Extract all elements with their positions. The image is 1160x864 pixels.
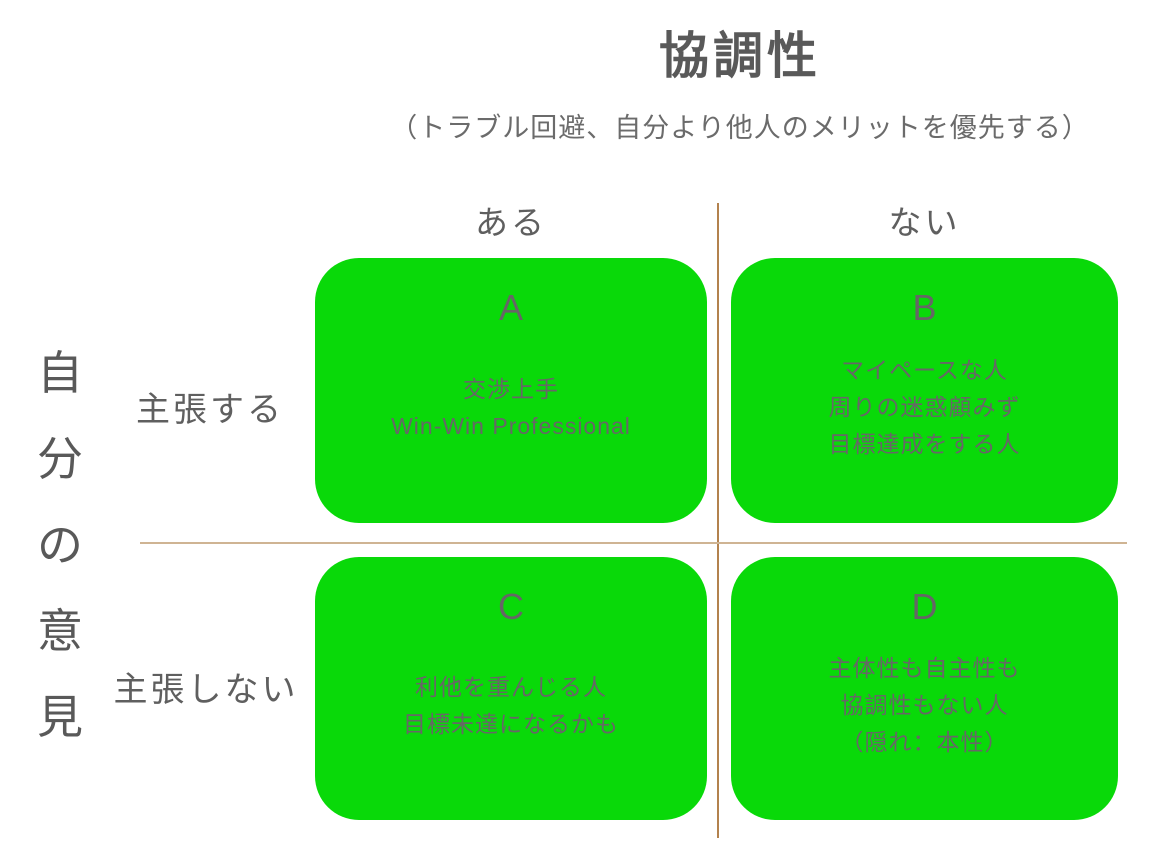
quadrant-b-body: マイペースな人 周りの迷惑顧みず 目標達成をする人 bbox=[829, 326, 1021, 523]
row-label-assert: 主張する bbox=[136, 391, 284, 429]
column-header-nai: ない bbox=[888, 204, 961, 241]
quadrant-a-box: A 交渉上手 Win-Win Professional bbox=[315, 258, 707, 523]
quadrant-text-line: （隠れ：本性） bbox=[840, 729, 1009, 755]
diagram-subtitle: （トラブル回避、自分より他人のメリットを優先する） bbox=[390, 113, 1090, 143]
y-axis-char: 分 bbox=[37, 433, 83, 485]
quadrant-text-line: Win-Win Professional bbox=[391, 412, 631, 439]
quadrant-c-box: C 利他を重んじる人 目標未達になるかも bbox=[315, 557, 707, 820]
y-axis-char: 意 bbox=[37, 605, 83, 657]
quadrant-text-line: マイペースな人 bbox=[841, 357, 1008, 383]
row-label-not-assert: 主張しない bbox=[113, 671, 299, 709]
quadrant-text-line: 協調性もない人 bbox=[840, 692, 1009, 718]
quadrant-c-body: 利他を重んじる人 目標未達になるかも bbox=[403, 625, 619, 820]
y-axis-char: の bbox=[37, 519, 83, 571]
quadrant-text-line: 交渉上手 bbox=[463, 375, 559, 402]
quadrant-text-line: 主体性も自主性も bbox=[828, 655, 1021, 681]
y-axis-char: 自 bbox=[37, 347, 83, 399]
quadrant-a-letter: A bbox=[498, 287, 523, 328]
quadrant-b-box: B マイペースな人 周りの迷惑顧みず 目標達成をする人 bbox=[731, 258, 1118, 523]
quadrant-c-letter: C bbox=[498, 586, 524, 627]
quadrant-text-line: 利他を重んじる人 bbox=[415, 673, 607, 700]
quadrant-text-line: 目標達成をする人 bbox=[828, 431, 1021, 457]
horizontal-divider bbox=[140, 542, 1127, 544]
quadrant-d-box: D 主体性も自主性も 協調性もない人 （隠れ：本性） bbox=[731, 557, 1118, 820]
diagram-title: 協調性 bbox=[659, 28, 821, 84]
quadrant-a-body: 交渉上手 Win-Win Professional bbox=[391, 326, 631, 523]
y-axis-char: 見 bbox=[37, 691, 83, 743]
quadrant-d-body: 主体性も自主性も 協調性もない人 （隠れ：本性） bbox=[829, 625, 1021, 820]
vertical-divider bbox=[717, 203, 719, 838]
quadrant-b-letter: B bbox=[912, 287, 937, 328]
quadrant-text-line: 周りの迷惑顧みず bbox=[828, 394, 1021, 420]
column-header-aru: ある bbox=[475, 204, 547, 241]
quadrant-text-line: 目標未達になるかも bbox=[403, 710, 619, 737]
quadrant-d-letter: D bbox=[911, 586, 938, 627]
y-axis-label: 自 分 の 意 見 bbox=[28, 350, 92, 740]
